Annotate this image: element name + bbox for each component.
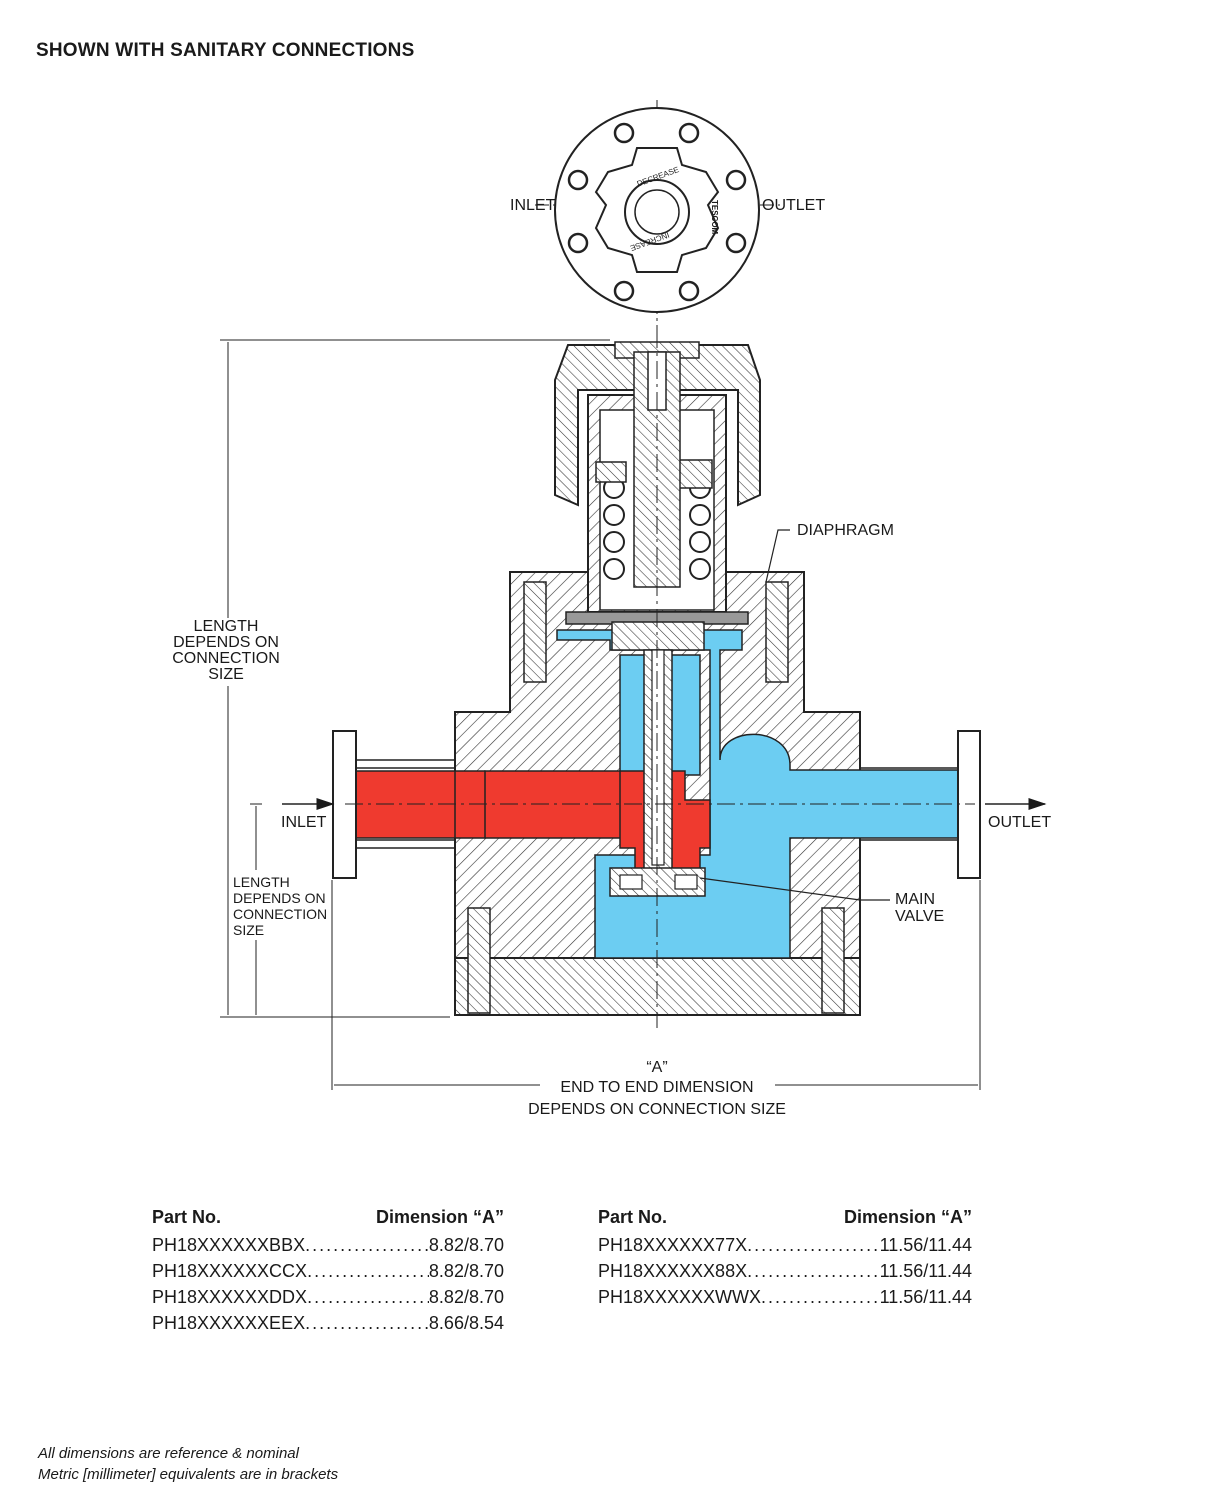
table-row: PH18XXXXXXDDX8.82/8.70 xyxy=(152,1284,504,1310)
brand-text: TESCOM xyxy=(710,200,719,235)
col-dim-header: Dimension “A” xyxy=(375,1207,504,1227)
svg-text:CONNECTION: CONNECTION xyxy=(172,650,280,667)
svg-text:SIZE: SIZE xyxy=(233,922,264,938)
top-outlet-label: OUTLET xyxy=(762,197,825,214)
bolt-holes xyxy=(567,122,747,302)
dimension-a-note: “A” END TO END DIMENSION DEPENDS ON CONN… xyxy=(528,1059,786,1118)
main-valve-label-1: MAIN xyxy=(895,891,935,908)
col-part-header: Part No. xyxy=(152,1207,222,1227)
top-inlet-label: INLET xyxy=(510,197,556,214)
bolts xyxy=(467,581,845,1014)
table-row: PH18XXXXXXBBX8.82/8.70 xyxy=(152,1232,504,1258)
svg-text:LENGTH: LENGTH xyxy=(233,874,290,890)
top-view: DECREASE INCREASE TESCOM INLET OUTLET xyxy=(510,100,825,340)
outlet-label: OUTLET xyxy=(988,814,1051,831)
section-view: INLET OUTLET DIAPHRAGM MAIN VALVE LENGTH… xyxy=(172,330,1051,1118)
svg-text:“A”: “A” xyxy=(646,1059,667,1076)
svg-text:CONNECTION: CONNECTION xyxy=(233,906,327,922)
footnote: Metric [millimeter] equivalents are in b… xyxy=(38,1466,339,1483)
col-part-header: Part No. xyxy=(598,1207,668,1227)
inlet-label: INLET xyxy=(281,814,327,831)
table-row: PH18XXXXXX77X11.56/11.44 xyxy=(598,1232,972,1258)
footnotes: All dimensions are reference & nominal M… xyxy=(38,1443,338,1485)
knob-section xyxy=(554,344,761,507)
svg-text:DEPENDS ON CONNECTION SIZE: DEPENDS ON CONNECTION SIZE xyxy=(528,1101,786,1118)
svg-text:END TO END DIMENSION: END TO END DIMENSION xyxy=(560,1079,753,1096)
inlet-height-note: LENGTH DEPENDS ON CONNECTION SIZE xyxy=(233,874,327,938)
dimension-table-left: Part No. Dimension “A” PH18XXXXXXBBX8.82… xyxy=(152,1207,504,1336)
diaphragm-label: DIAPHRAGM xyxy=(797,522,894,539)
table-row: PH18XXXXXX88X11.56/11.44 xyxy=(598,1258,972,1284)
footnote: All dimensions are reference & nominal xyxy=(38,1445,299,1462)
inlet-flange xyxy=(332,730,357,879)
height-note: LENGTH DEPENDS ON CONNECTION SIZE xyxy=(172,618,280,683)
col-dim-header: Dimension “A” xyxy=(843,1207,972,1227)
dimension-table-right: Part No. Dimension “A” PH18XXXXXX77X11.5… xyxy=(598,1207,972,1310)
svg-text:DEPENDS ON: DEPENDS ON xyxy=(233,890,326,906)
svg-text:DEPENDS ON: DEPENDS ON xyxy=(173,634,279,651)
svg-text:SIZE: SIZE xyxy=(208,666,244,683)
svg-text:LENGTH: LENGTH xyxy=(194,618,259,635)
regulator-drawing: DECREASE INCREASE TESCOM INLET OUTLET xyxy=(172,100,1051,1118)
main-valve-label-2: VALVE xyxy=(895,908,944,925)
table-row: PH18XXXXXXWWX11.56/11.44 xyxy=(598,1284,972,1310)
page-heading: SHOWN WITH SANITARY CONNECTIONS xyxy=(36,40,415,61)
table-row: PH18XXXXXXEEX8.66/8.54 xyxy=(152,1310,504,1336)
table-row: PH18XXXXXXCCX8.82/8.70 xyxy=(152,1258,504,1284)
